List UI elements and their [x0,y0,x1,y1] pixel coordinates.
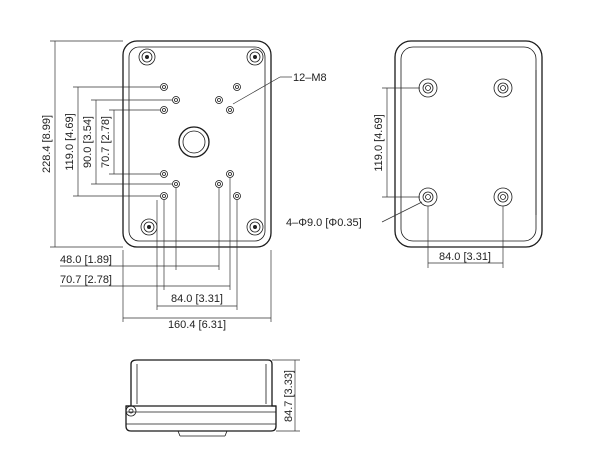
side-dimensions [272,359,300,432]
back-dim-width: 84.0 [3.31] [439,251,491,263]
corner-screw-top-left [138,48,156,66]
dim-width-70: 70.7 [2.78] [60,274,112,286]
side-screw [125,405,137,417]
dim-height-mid: 90.0 [3.54] [82,116,94,168]
mounting-hole-top-left [418,78,438,98]
back-inner-body [400,46,537,242]
dim-width-total: 160.4 [6.31] [168,319,226,331]
dim-width-48: 48.0 [1.89] [60,254,112,266]
front-inner-body [128,46,266,242]
dim-height-total: 228.4 [8.99] [41,115,53,173]
back-dimensions [381,87,504,268]
mounting-hole-bottom-left [418,187,438,207]
front-horizontal-dimensions [60,178,272,322]
mounting-hole-bottom-right [493,187,513,207]
back-dim-height: 119.0 [4.69] [373,114,385,171]
side-dim-height: 84.7 [3.33] [283,370,295,422]
holes-label: 4–Φ9.0 [Φ0.35] [286,217,362,229]
cable-hole [178,126,210,158]
front-view: 12–M8 228.4 [8.99] 119.0 [4.69] 90.0 [3.… [41,40,327,331]
side-body-outline [125,359,277,432]
dim-width-84: 84.0 [3.31] [171,293,223,305]
dim-height-outer: 119.0 [4.69] [64,113,76,170]
corner-screw-bottom-right [246,218,264,236]
back-view: 119.0 [4.69] 4–Φ9.0 [Φ0.35] 84.0 [3.31] [286,40,543,268]
front-vertical-dimensions [50,40,172,248]
bolts-label: 12–M8 [293,72,327,84]
side-view: 84.7 [3.33] [125,359,300,437]
dim-height-inner: 70.7 [2.78] [100,116,112,168]
corner-screw-bottom-left [140,218,158,236]
front-outer-body [122,40,272,248]
mounting-hole-top-right [493,78,513,98]
bolts-leader-line [232,76,281,105]
back-outer-body [394,40,543,248]
m8-bolt-holes [160,83,241,200]
corner-screw-top-right [246,48,264,66]
